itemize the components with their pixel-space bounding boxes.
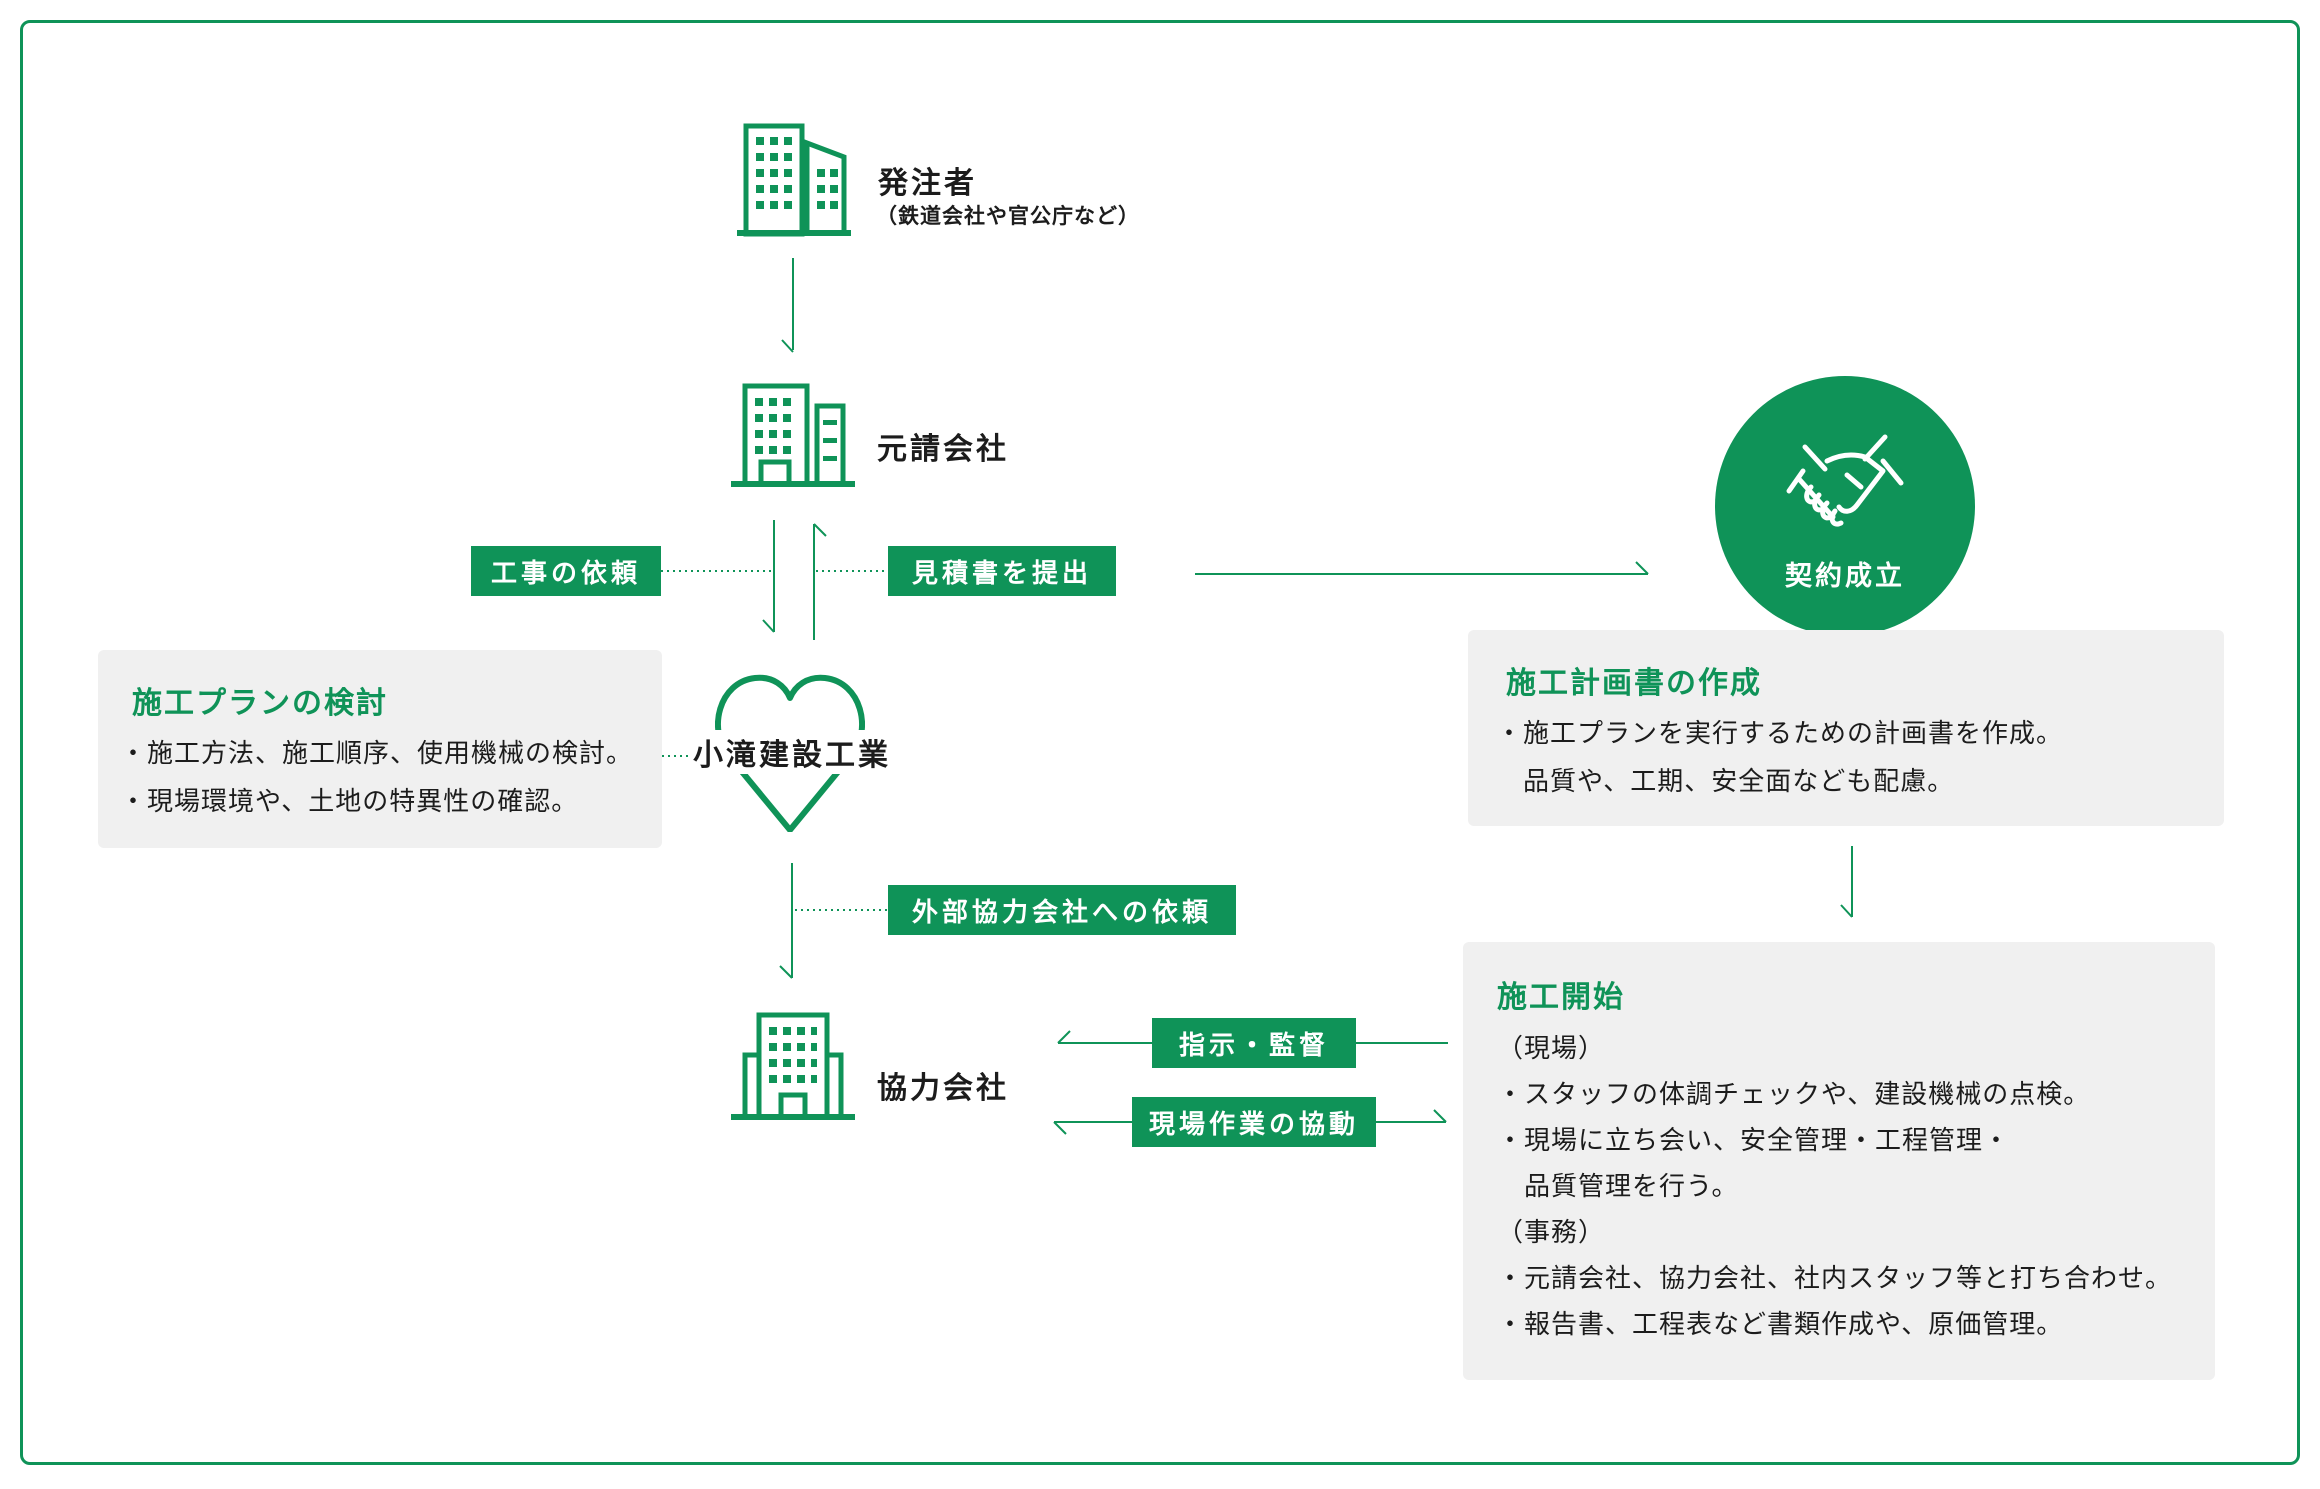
- agreement-label: 契約成立: [1785, 561, 1905, 592]
- list-item: ・施工方法、施工順序、使用機械の検討。: [120, 739, 634, 769]
- arrow-prime-to-company: [762, 520, 775, 633]
- instruction-tag: 指示・監督: [1152, 1018, 1356, 1068]
- list-item: ・施工プランを実行するための計画書を作成。: [1496, 719, 2064, 749]
- submit-estimate-tag: 見積書を提出: [888, 546, 1116, 596]
- external-request-tag: 外部協力会社への依頼: [888, 885, 1236, 935]
- list-item: ・元請会社、協力会社、社内スタッフ等と打ち合わせ。: [1497, 1264, 2173, 1294]
- construction-start-list: （現場） ・スタッフの体調チェックや、建設機械の点検。 ・現場に立ち会い、安全管…: [1497, 1026, 2172, 1348]
- list-item: ・スタッフの体調チェックや、建設機械の点検。: [1497, 1080, 2091, 1110]
- prime-contractor-label: 元請会社: [877, 432, 1009, 467]
- arrow-company-to-partner: [779, 863, 793, 979]
- partner-label: 協力会社: [877, 1071, 1009, 1106]
- list-item: （現場）: [1497, 1034, 1606, 1064]
- arrow-cooperation: [1053, 1109, 1447, 1135]
- arrow-company-to-prime: [813, 523, 827, 640]
- handshake-icon: [1786, 434, 1904, 527]
- list-item: ・現場環境や、土地の特異性の確認。: [120, 787, 579, 817]
- list-item: ・現場に立ち会い、安全管理・工程管理・: [1497, 1126, 2011, 1156]
- construction-start-panel: 施工開始 （現場） ・スタッフの体調チェックや、建設機械の点検。 ・現場に立ち会…: [1463, 942, 2215, 1380]
- list-item: （事務）: [1497, 1218, 1606, 1248]
- list-item: ・報告書、工程表など書類作成や、原価管理。: [1497, 1310, 2064, 1340]
- arrow-to-agreement: [1195, 561, 1649, 575]
- construction-start-title: 施工開始: [1497, 980, 1625, 1015]
- list-item: 品質や、工期、安全面なども配慮。: [1496, 767, 1955, 797]
- arrow-client-to-prime: [781, 258, 794, 353]
- list-item: 品質管理を行う。: [1497, 1172, 1739, 1202]
- construction-request-tag: 工事の依頼: [471, 546, 661, 596]
- office-building-icon: [731, 383, 855, 487]
- company-label: 小滝建設工業: [689, 730, 895, 774]
- plan-document-panel: 施工計画書の作成 ・施工プランを実行するための計画書を作成。 品質や、工期、安全…: [1468, 630, 2224, 826]
- office-building-icon: [731, 1012, 855, 1120]
- client-label: 発注者: [878, 166, 977, 201]
- arrow-instruction: [1057, 1030, 1448, 1044]
- plan-review-list: ・施工方法、施工順序、使用機械の検討。 ・現場環境や、土地の特異性の確認。: [120, 730, 633, 826]
- office-building-icon: [737, 123, 851, 237]
- diagram-frame: [20, 20, 2300, 1465]
- arrow-plan-to-start: [1840, 846, 1853, 918]
- plan-document-title: 施工計画書の作成: [1506, 666, 1762, 701]
- client-sublabel: （鉄道会社や官公庁など）: [876, 204, 1140, 228]
- heart-icon: [715, 674, 865, 832]
- agreement-badge: 契約成立: [1715, 376, 1975, 636]
- plan-review-panel: 施工プランの検討 ・施工方法、施工順序、使用機械の検討。 ・現場環境や、土地の特…: [98, 650, 662, 848]
- plan-document-list: ・施工プランを実行するための計画書を作成。 品質や、工期、安全面なども配慮。: [1496, 710, 2063, 806]
- plan-review-title: 施工プランの検討: [132, 686, 388, 721]
- site-cooperation-tag: 現場作業の協動: [1132, 1097, 1376, 1147]
